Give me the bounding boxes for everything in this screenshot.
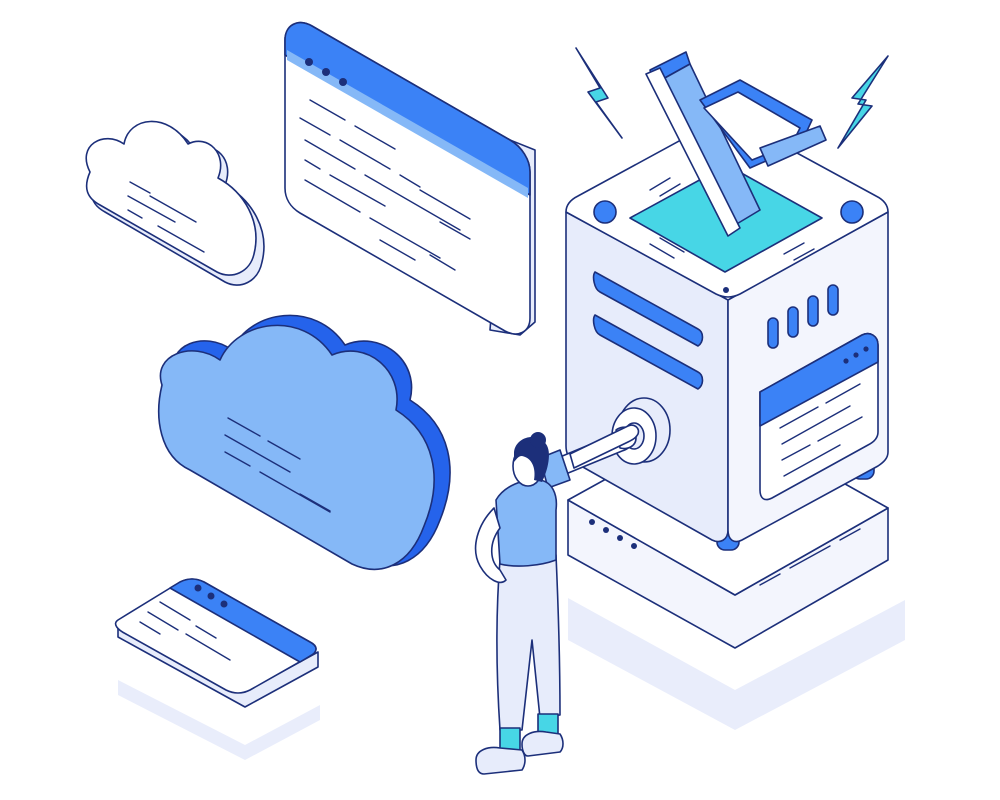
window-dot	[194, 584, 202, 592]
small-cloud-face	[85, 120, 257, 276]
crank-shaft	[569, 424, 640, 469]
window-dot	[220, 600, 228, 608]
server-vent	[807, 295, 819, 327]
small-window-titlebar	[169, 578, 317, 663]
large-browser-window	[284, 21, 536, 336]
large-cloud-face	[157, 324, 435, 571]
person-sock	[499, 727, 521, 751]
lightning-bolt-icon	[575, 47, 623, 139]
person-legs	[496, 554, 561, 731]
top-knob	[840, 200, 864, 224]
server-mini-window-titlebar	[759, 332, 879, 427]
server-mini-window-lines	[779, 383, 863, 477]
small-browser-window	[114, 578, 319, 708]
person-shoe	[521, 730, 564, 757]
window-dot	[863, 346, 869, 352]
server-vent	[827, 284, 839, 316]
server-vent	[767, 317, 779, 349]
logo-front	[645, 67, 741, 237]
indicator-dot	[723, 287, 729, 293]
person-torso	[495, 478, 558, 567]
lightning-bolt-icon	[837, 55, 889, 149]
window-dot	[322, 68, 330, 76]
person-arm-hip	[474, 507, 507, 584]
top-knob	[593, 200, 617, 224]
indicator-dot	[617, 535, 623, 541]
window-dot	[853, 352, 859, 358]
indicator-dot	[603, 527, 609, 533]
indicator-dot	[631, 543, 637, 549]
person-shoe	[475, 746, 526, 775]
server-shadow	[568, 598, 905, 730]
large-cloud	[157, 314, 451, 571]
small-cloud-text-lines	[127, 181, 205, 253]
ground-shadows	[118, 598, 905, 760]
large-cloud-text-lines	[224, 417, 331, 513]
indicator-dot	[589, 519, 595, 525]
server-base-dots	[589, 519, 637, 549]
window-dot	[207, 592, 215, 600]
person-hair	[514, 437, 549, 482]
server-vent	[787, 306, 799, 338]
server-tower	[565, 118, 889, 649]
large-window-titlebar-light	[287, 50, 528, 198]
small-window-text-lines	[139, 601, 231, 661]
server-slot	[592, 314, 704, 390]
window-dot	[305, 58, 313, 66]
person-hair-bun	[530, 432, 546, 448]
small-window-shadow	[118, 680, 320, 760]
large-window-text-lines	[299, 99, 471, 271]
large-window-titlebar	[284, 21, 531, 196]
logo-icon	[645, 51, 827, 237]
server-slot	[592, 271, 704, 347]
server-base-vents	[759, 528, 861, 586]
window-dot	[339, 78, 347, 86]
server-top-vents	[649, 177, 815, 261]
small-cloud	[85, 120, 265, 286]
logo-foot	[759, 125, 827, 167]
window-dot	[843, 358, 849, 364]
